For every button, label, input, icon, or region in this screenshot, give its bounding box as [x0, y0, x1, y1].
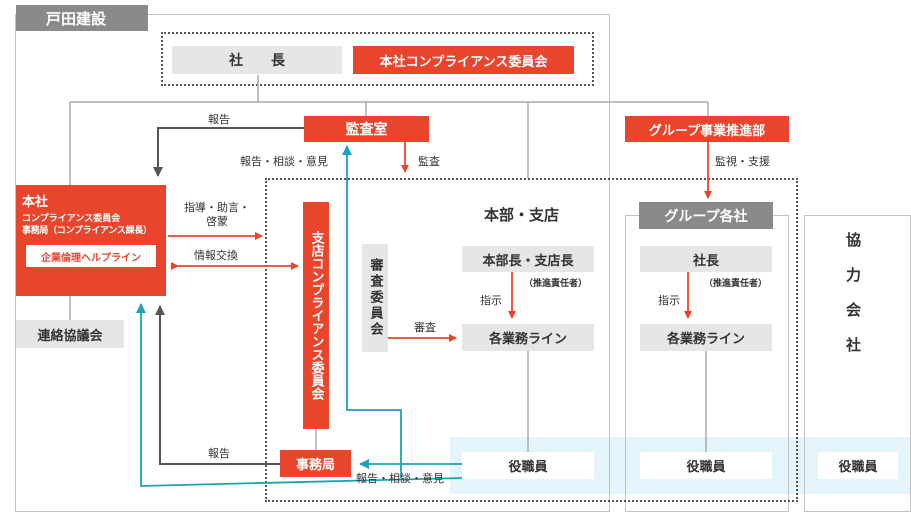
label-report-top: 報告: [208, 113, 230, 126]
branch-staff-box: 役職員: [462, 452, 594, 479]
label-report-consult-top: 報告・相談・意見: [240, 155, 328, 168]
president-box: 社 長: [172, 46, 342, 74]
branch-title: 本部・支店: [484, 206, 560, 224]
label-audit: 監査: [418, 155, 440, 168]
hq-compliance-committee-box: 本社コンプライアンス委員会: [353, 46, 574, 74]
label-report-consult-bottom: 報告・相談・意見: [356, 472, 444, 485]
branch-head-note: （推進責任者）: [524, 279, 588, 289]
partner-companies-title: 協力会社: [844, 232, 862, 372]
branch-secretariat-box: 事務局: [280, 450, 351, 477]
honsha-block: 本社 コンプライアンス委員会 事務局（コンプライアンス課長） 企業倫理ヘルプライ…: [16, 185, 166, 296]
liaison-council-box: 連絡協議会: [16, 320, 124, 348]
label-guidance: 指導・助言・ 啓蒙: [184, 201, 250, 228]
branch-compliance-committee-box: 支店コンプライアンス委員会: [303, 202, 329, 429]
partner-staff-box: 役職員: [818, 452, 898, 479]
group-staff-box: 役職員: [640, 452, 772, 479]
group-president-note: （推進責任者）: [704, 279, 768, 289]
label-instruct-group: 指示: [658, 294, 680, 307]
audit-office-box: 監査室: [304, 116, 429, 142]
branch-head-box: 本部長・支店長: [462, 246, 594, 272]
honsha-committee-line: コンプライアンス委員会: [22, 214, 121, 224]
label-info-exchange: 情報交換: [194, 249, 238, 262]
company-name-tab: 戸田建設: [16, 5, 148, 31]
honsha-title: 本社: [22, 195, 49, 210]
review-committee-box: 審査委員会: [362, 244, 388, 352]
ethics-helpline-button[interactable]: 企業倫理ヘルプライン: [26, 245, 156, 267]
group-promotion-dept-box: グループ事業推進部: [625, 116, 789, 142]
branch-frame: [265, 178, 798, 502]
top-management-frame: [161, 32, 594, 86]
label-instruct-branch: 指示: [480, 294, 502, 307]
group-companies-title: グループ各社: [639, 202, 773, 229]
label-review: 審査: [414, 321, 436, 334]
group-business-line-box: 各業務ライン: [640, 324, 772, 351]
group-president-box: 社長: [640, 246, 772, 272]
branch-business-line-box: 各業務ライン: [462, 324, 594, 351]
label-monitor-support: 監視・支援: [715, 155, 770, 168]
honsha-secretariat-line: 事務局（コンプライアンス課長）: [22, 226, 152, 236]
label-report-bottom: 報告: [208, 447, 230, 460]
